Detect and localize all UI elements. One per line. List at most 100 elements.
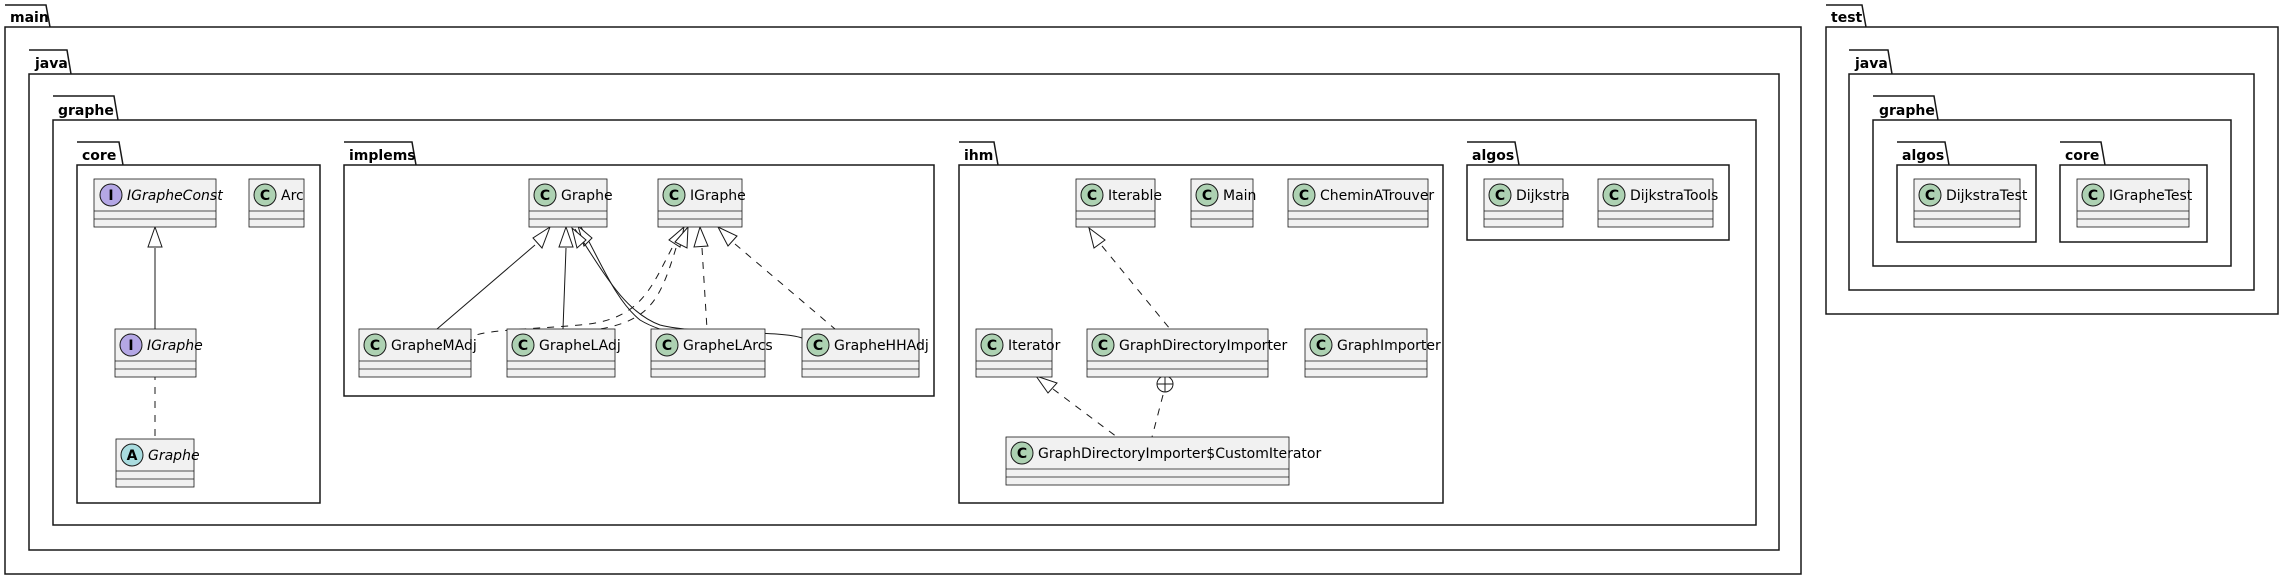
class-igraphe-implems: C IGraphe: [657, 178, 746, 228]
class-igraphetest: C IGrapheTest: [2076, 178, 2193, 228]
edge-graphemadj-implements-igraphe: [469, 247, 673, 339]
class-dijkstra: C Dijkstra: [1483, 178, 1570, 228]
package-label-main-graphe: graphe: [58, 103, 114, 119]
stereotype-letter: C: [540, 188, 550, 204]
stereotype-letter: C: [1098, 338, 1108, 354]
edge-grapheladj-extends-graphe: [562, 247, 567, 330]
stereotype-letter: C: [370, 338, 380, 354]
class-icon: [1010, 441, 1034, 465]
class-graphehhadj: C GrapheHHAdj: [801, 328, 929, 378]
class-name: Dijkstra: [1516, 188, 1570, 204]
edge-grapheladj-implements-igraphe: [599, 247, 677, 330]
class-cheminatrouver: C CheminATrouver: [1287, 178, 1434, 228]
class-name: Graphe: [561, 188, 613, 204]
edge-arrowhead: [571, 226, 587, 249]
class-name: GraphDirectoryImporter$CustomIterator: [1038, 446, 1321, 462]
edge-arrowhead: [693, 225, 709, 248]
package-algos: algos: [1466, 141, 1730, 241]
package-test-algos: algos: [1896, 141, 2037, 243]
class-graphe-abstract: A Graphe: [115, 438, 200, 488]
stereotype-letter: C: [1202, 188, 1212, 204]
class-name: CheminATrouver: [1320, 188, 1434, 204]
class-iterator: C Iterator: [975, 328, 1061, 378]
class-name: GrapheHHAdj: [834, 338, 929, 354]
package-test-java: java: [1848, 49, 2255, 291]
edge-arrowhead: [532, 225, 552, 249]
package-label-test-java: java: [1854, 56, 1888, 72]
edge-arrowhead: [716, 225, 738, 247]
class-customiterator: C GraphDirectoryImporter$CustomIterator: [1005, 436, 1321, 486]
package-test-graphe: graphe: [1872, 95, 2232, 267]
stereotype-letter: C: [260, 188, 270, 204]
class-icon: [1488, 183, 1512, 207]
package-test: test: [1825, 4, 2279, 315]
class-graphdirectoryimporter: C GraphDirectoryImporter: [1086, 328, 1288, 378]
stereotype-letter: C: [1017, 446, 1027, 462]
class-name: GraphImporter: [1337, 338, 1441, 354]
edge-customiterator-inner-of-gdi: [1151, 394, 1164, 438]
class-icon: [655, 333, 679, 357]
class-grapheladj: C GrapheLAdj: [506, 328, 621, 378]
edge-gdi-implements-iterable: [1101, 245, 1171, 330]
package-ihm: ihm: [958, 141, 1444, 504]
edge-graphehhadj-extends-graphe: [574, 228, 803, 339]
stereotype-letter: C: [669, 188, 679, 204]
class-icon: [511, 333, 535, 357]
class-icon: [662, 183, 686, 207]
class-name: Iterator: [1008, 338, 1061, 354]
package-label-test-core: core: [2065, 148, 2099, 164]
class-iterable: C Iterable: [1075, 178, 1162, 228]
stereotype-letter: C: [1087, 188, 1097, 204]
package-label-implems: implems: [349, 148, 416, 164]
class-dijkstratools: C DijkstraTools: [1597, 178, 1718, 228]
class-main: C Main: [1190, 178, 1256, 228]
package-test-core: core: [2059, 141, 2208, 243]
abstract-class-icon: [120, 443, 144, 467]
class-graphe: C Graphe: [528, 178, 613, 228]
package-main: main: [4, 4, 1802, 575]
class-name: IGrapheConst: [127, 188, 223, 204]
class-icon: [1602, 183, 1626, 207]
class-icon: [806, 333, 830, 357]
edge-arrowhead: [1034, 375, 1058, 394]
interface-icon: [119, 333, 143, 357]
stereotype-letter: C: [1609, 188, 1619, 204]
class-name: DijkstraTools: [1630, 188, 1718, 204]
stereotype-letter: C: [662, 338, 672, 354]
stereotype-letter: C: [518, 338, 528, 354]
class-graphimporter: C GraphImporter: [1304, 328, 1441, 378]
class-name: IGraphe: [690, 188, 746, 204]
stereotype-letter: C: [2088, 188, 2098, 204]
class-igrapheconst: I IGrapheConst: [93, 178, 223, 228]
class-name: Main: [1223, 188, 1256, 204]
class-name: GrapheMAdj: [391, 338, 477, 354]
edge-arrowhead: [1088, 226, 1106, 249]
class-igraphe-core: I IGraphe: [114, 328, 203, 378]
class-icon: [533, 183, 557, 207]
package-label-main: main: [10, 10, 49, 26]
class-name: Graphe: [148, 448, 200, 464]
edge-graphemadj-extends-graphe: [436, 244, 536, 330]
package-label-ihm: ihm: [964, 148, 993, 164]
class-name: DijkstraTest: [1946, 188, 2028, 204]
class-name: IGrapheTest: [2109, 188, 2193, 204]
package-label-main-java: java: [34, 56, 68, 72]
package-label-test-algos: algos: [1902, 148, 1944, 164]
stereotype-letter: C: [813, 338, 823, 354]
class-icon: [253, 183, 277, 207]
class-graphelarcs: C GrapheLArcs: [650, 328, 773, 378]
stereotype-letter: C: [1495, 188, 1505, 204]
edge-graphelarcs-implements-igraphe: [701, 247, 708, 330]
stereotype-letter: C: [987, 338, 997, 354]
edge-arrowhead: [147, 225, 163, 248]
stereotype-letter: I: [108, 188, 113, 204]
interface-icon: [99, 183, 123, 207]
class-name: GraphDirectoryImporter: [1119, 338, 1288, 354]
class-name: Iterable: [1108, 188, 1162, 204]
package-label-core: core: [82, 148, 116, 164]
class-icon: [1918, 183, 1942, 207]
stereotype-letter: A: [127, 448, 138, 464]
edge-arrowhead: [674, 225, 689, 249]
edge-arrowhead: [558, 225, 574, 248]
